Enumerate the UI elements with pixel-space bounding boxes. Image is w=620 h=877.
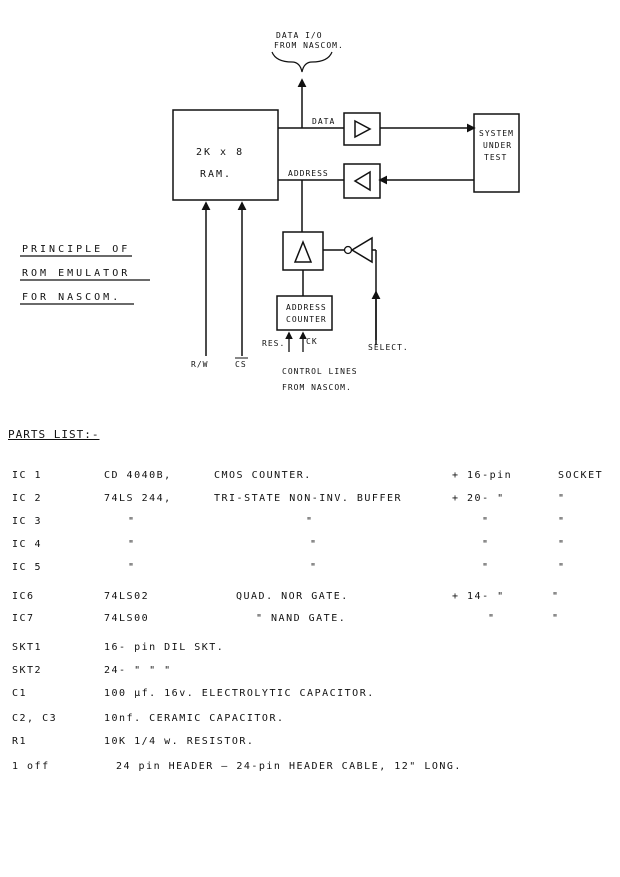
control-label-line1: CONTROL LINES [282,367,358,376]
data-io-label-line2: FROM NASCOM. [274,41,344,50]
data-buffer [343,112,381,146]
part-id: IC 5 [12,562,43,573]
system-label-line3: TEST [484,153,507,162]
part-description: " [306,516,314,527]
part-description: " [310,539,318,550]
part-number: 74LS 244, [104,493,172,504]
part-number: " [128,562,136,573]
parts-row: IC6 74LS02 QUAD. NOR GATE. + 14- " " [0,591,620,609]
parts-row: SKT1 16- pin DIL SKT. [0,642,620,660]
parts-list-heading: PARTS LIST:- [8,428,100,441]
parts-row: IC 5 " " " " [0,562,620,580]
part-description: " NAND GATE. [256,613,347,624]
data-io-brace [271,51,333,73]
part-description: CMOS COUNTER. [214,470,312,481]
part-id: IC 3 [12,516,43,527]
counter-buffer [282,231,324,271]
part-id: IC7 [12,613,35,624]
counter-buffer-symbol [293,239,313,263]
parts-row: 1 off 24 pin HEADER — 24-pin HEADER CABL… [0,761,620,779]
rw-label: R/W [191,360,208,369]
part-socket: " [558,493,566,504]
not-gate [350,236,373,264]
part-socket-size: " [488,613,496,624]
parts-row: IC7 74LS00 " NAND GATE. " " [0,613,620,631]
part-number: 74LS02 [104,591,150,602]
parts-row: IC 2 74LS 244, TRI-STATE NON-INV. BUFFER… [0,493,620,511]
part-number: 24 pin HEADER — 24-pin HEADER CABLE, 12"… [116,761,462,772]
part-id: C1 [12,688,28,699]
part-number: 100 µf. 16v. ELECTROLYTIC CAPACITOR. [104,688,375,699]
parts-row: R1 10K 1/4 w. RESISTOR. [0,736,620,754]
part-id: IC 4 [12,539,43,550]
part-id: C2, C3 [12,713,58,724]
address-bus-label: ADDRESS [288,169,329,178]
ck-label: CK [306,337,318,346]
part-socket-size: " [482,539,490,550]
address-buffer [343,163,381,199]
part-id: IC 1 [12,470,43,481]
part-socket-size: + 20- " [452,493,505,504]
part-socket: " [558,516,566,527]
part-socket-size: " [482,516,490,527]
part-socket: " [558,539,566,550]
parts-row: SKT2 24- " " " [0,665,620,683]
parts-row: IC 4 " " " " [0,539,620,557]
part-socket-size: + 16-pin [452,470,513,481]
part-id: IC 2 [12,493,43,504]
part-number: 10nf. CERAMIC CAPACITOR. [104,713,285,724]
data-io-label-line1: DATA I/O [276,31,323,40]
parts-row: IC 3 " " " " [0,516,620,534]
system-label-line2: UNDER [483,141,512,150]
part-number: 10K 1/4 w. RESISTOR. [104,736,255,747]
part-number: CD 4040B, [104,470,172,481]
control-label-line2: FROM NASCOM. [282,383,352,392]
address-counter-block [276,295,333,331]
data-buffer-symbol [354,119,372,139]
part-socket-size: " [482,562,490,573]
system-under-test-block [473,113,520,193]
counter-label-line2: COUNTER [286,315,327,324]
part-socket: " [552,591,560,602]
part-number: " [128,539,136,550]
part-socket-size: + 14- " [452,591,505,602]
title-line-1: PRINCIPLE OF [22,244,130,255]
res-label: RES. [262,339,285,348]
parts-row: IC 1 CD 4040B, CMOS COUNTER. + 16-pin SO… [0,470,620,488]
part-description: " [310,562,318,573]
part-id: R1 [12,736,28,747]
part-socket: " [552,613,560,624]
part-description: QUAD. NOR GATE. [236,591,349,602]
part-socket: " [558,562,566,573]
counter-label-line1: ADDRESS [286,303,327,312]
part-description: TRI-STATE NON-INV. BUFFER [214,493,403,504]
system-label-line1: SYSTEM [479,129,514,138]
part-id: SKT2 [12,665,43,676]
part-id: SKT1 [12,642,43,653]
part-number: 74LS00 [104,613,150,624]
parts-row: C2, C3 10nf. CERAMIC CAPACITOR. [0,713,620,731]
part-number: 16- pin DIL SKT. [104,642,225,653]
ram-label-line2: RAM. [200,169,232,180]
part-id: 1 off [12,761,50,772]
title-line-3: FOR NASCOM. [22,292,121,303]
title-line-2: ROM EMULATOR [22,268,130,279]
part-number: " [128,516,136,527]
parts-row: C1 100 µf. 16v. ELECTROLYTIC CAPACITOR. [0,688,620,706]
data-bus-label: DATA [312,117,335,126]
part-socket: SOCKET [558,470,604,481]
part-number: 24- " " " [104,665,172,676]
part-id: IC6 [12,591,35,602]
rom-emulator-diagram: DATA I/O FROM NASCOM. 2K x 8 RAM. DATA A… [20,31,520,392]
ram-label-line1: 2K x 8 [196,147,244,158]
cs-label: CS [235,360,247,369]
address-buffer-symbol [353,170,371,192]
ram-block [172,109,279,201]
select-label: SELECT. [368,343,409,352]
